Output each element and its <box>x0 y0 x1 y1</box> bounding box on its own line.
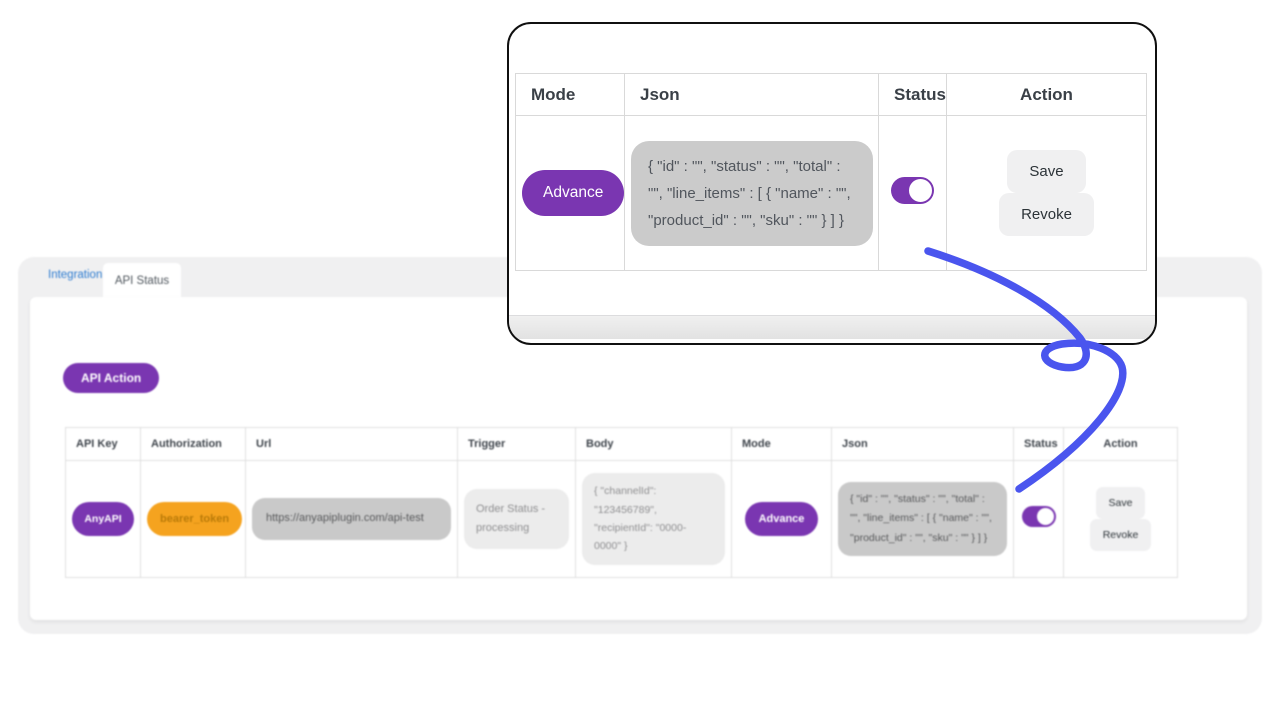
callout-row: Advance { "id" : "", "status" : "", "tot… <box>515 115 1147 271</box>
status-toggle[interactable] <box>1021 506 1056 527</box>
toggle-knob-icon <box>908 178 933 203</box>
toggle-knob-icon <box>1035 507 1055 526</box>
col-header-authorization: Authorization <box>140 427 246 461</box>
callout-table: Mode Json Status Action Advance { "id" :… <box>515 73 1147 271</box>
table-header-row: API Key Authorization Url Trigger Body M… <box>65 427 1178 461</box>
callout-mode-badge: Advance <box>522 170 625 216</box>
callout-header-row: Mode Json Status Action <box>515 73 1147 116</box>
callout-col-header-json: Json <box>624 73 879 116</box>
url-value: https://anyapiplugin.com/api-test <box>252 498 451 540</box>
callout-col-header-mode: Mode <box>515 73 625 116</box>
callout-json-value: { "id" : "", "status" : "", "total" : ""… <box>631 140 873 246</box>
api-key-badge: AnyAPI <box>72 502 134 536</box>
body-value: { "channelId": "123456789", "recipientId… <box>582 473 725 565</box>
callout-col-header-action: Action <box>946 73 1147 116</box>
col-header-trigger: Trigger <box>457 427 576 461</box>
col-header-json: Json <box>831 427 1014 461</box>
col-header-url: Url <box>245 427 458 461</box>
callout-status-toggle[interactable] <box>891 177 934 204</box>
table-row: AnyAPI bearer_token https://anyapiplugin… <box>65 460 1178 578</box>
settings-tabs: Integration API Status <box>18 257 1262 299</box>
zoom-callout-card: Mode Json Status Action Advance { "id" :… <box>507 22 1157 345</box>
revoke-button[interactable]: Revoke <box>1089 519 1152 551</box>
api-action-button[interactable]: API Action <box>63 363 160 393</box>
col-header-status: Status <box>1013 427 1064 461</box>
col-header-mode: Mode <box>731 427 832 461</box>
api-status-table: API Key Authorization Url Trigger Body M… <box>65 427 1178 578</box>
callout-footer-bar <box>509 315 1155 339</box>
trigger-value: Order Status - processing <box>464 488 569 550</box>
col-header-api-key: API Key <box>65 427 141 461</box>
col-header-action: Action <box>1063 427 1178 461</box>
json-value: { "id" : "", "status" : "", "total" : ""… <box>838 481 1007 557</box>
callout-save-button[interactable]: Save <box>1007 150 1086 193</box>
authorization-badge: bearer_token <box>147 502 243 536</box>
callout-revoke-button[interactable]: Revoke <box>999 193 1094 236</box>
content-card: API Action API Key Authorization Url Tri… <box>30 297 1247 620</box>
callout-col-header-status: Status <box>878 73 947 116</box>
save-button[interactable]: Save <box>1095 487 1146 519</box>
tab-integration[interactable]: Integration <box>48 269 103 281</box>
col-header-body: Body <box>575 427 732 461</box>
tab-api-status[interactable]: API Status <box>103 263 181 299</box>
mode-badge: Advance <box>744 502 819 536</box>
